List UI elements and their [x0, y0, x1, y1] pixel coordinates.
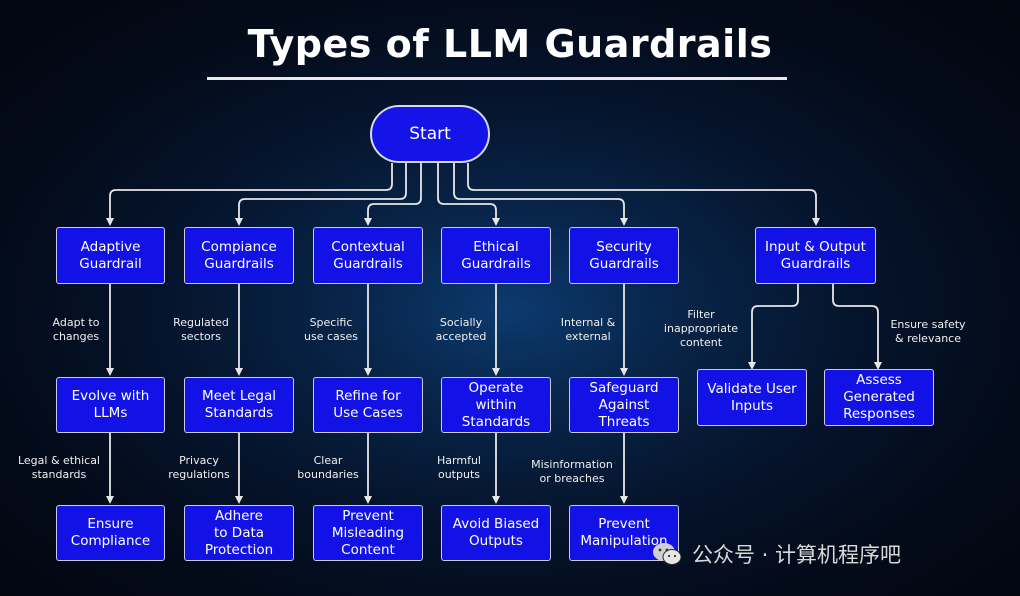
connector-start-contextual: [364, 163, 422, 226]
node-ethical-guardrails: Ethical Guardrails: [441, 227, 551, 284]
node-evolve-with-llms: Evolve with LLMs: [56, 377, 165, 433]
connector-start-compliance: [235, 163, 407, 226]
node-safeguard-against-threats: Safeguard Against Threats: [569, 377, 679, 433]
connector-start-adaptive: [106, 163, 393, 226]
label-legal-ethical-standards: Legal & ethical standards: [17, 454, 100, 481]
connector-io-right: [832, 284, 882, 370]
page-title: Types of LLM Guardrails: [247, 22, 773, 66]
wechat-icon: [653, 543, 682, 565]
node-contextual-guardrails: Contextual Guardrails: [313, 227, 423, 284]
label-regulated-sectors: Regulated sectors: [173, 316, 229, 343]
title-underline: [207, 77, 787, 80]
label-internal-external: Internal & external: [560, 316, 616, 343]
watermark-text: 公众号 · 计算机程序吧: [692, 543, 902, 567]
connector-io-left: [748, 284, 799, 370]
label-harmful-outputs: Harmful outputs: [437, 454, 481, 481]
connector-start-security: [453, 163, 628, 226]
label-adapt-to-changes: Adapt to changes: [52, 316, 100, 343]
label-misinformation-breaches: Misinformation or breaches: [531, 458, 613, 485]
node-compliance-guardrails: Compiance Guardrails: [184, 227, 294, 284]
node-validate-user-inputs: Validate User Inputs: [697, 369, 807, 426]
connector-start-io: [467, 163, 820, 226]
node-adhere-data-protection: Adhere to Data Protection: [184, 505, 294, 561]
node-input-output-guardrails: Input & Output Guardrails: [755, 227, 876, 284]
node-meet-legal-standards: Meet Legal Standards: [184, 377, 294, 433]
label-filter-inappropriate-content: Filter inappropriate content: [663, 308, 739, 349]
watermark: 公众号 · 计算机程序吧: [652, 538, 901, 570]
label-privacy-regulations: Privacy regulations: [168, 454, 230, 481]
node-assess-generated-responses: Assess Generated Responses: [824, 369, 934, 426]
label-clear-boundaries: Clear boundaries: [297, 454, 359, 481]
node-refine-for-use-cases: Refine for Use Cases: [313, 377, 423, 433]
node-security-guardrails: Security Guardrails: [569, 227, 679, 284]
node-operate-within-standards: Operate within Standards: [441, 377, 551, 433]
node-adaptive-guardrail: Adaptive Guardrail: [56, 227, 165, 284]
label-socially-accepted: Socially accepted: [435, 316, 487, 343]
label-specific-use-cases: Specific use cases: [304, 316, 358, 343]
start-node: Start: [370, 105, 490, 163]
node-avoid-biased-outputs: Avoid Biased Outputs: [441, 505, 551, 561]
node-prevent-misleading-content: Prevent Misleading Content: [313, 505, 423, 561]
label-ensure-safety-relevance: Ensure safety & relevance: [890, 318, 966, 345]
connector-start-ethical: [437, 163, 500, 226]
node-ensure-compliance: Ensure Compliance: [56, 505, 165, 561]
